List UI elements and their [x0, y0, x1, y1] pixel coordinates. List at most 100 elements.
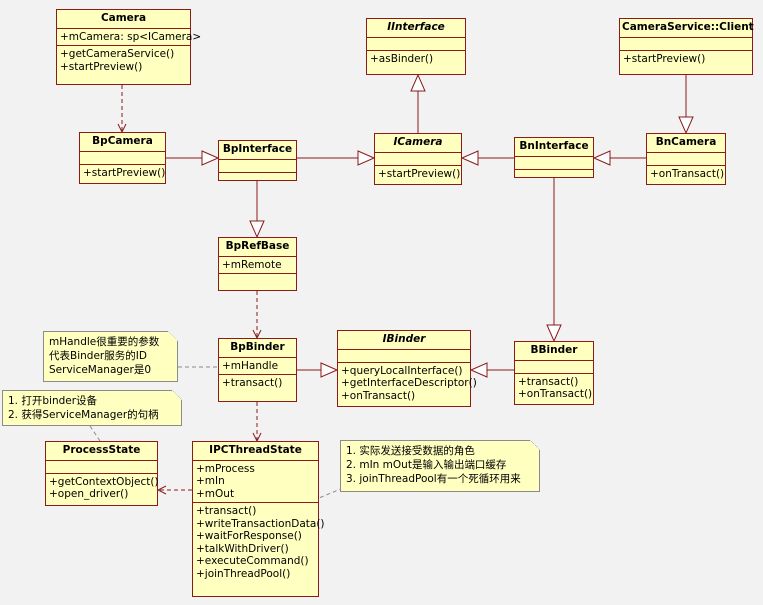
class-camera-op: +getCameraService(): [60, 48, 175, 60]
class-bp-ref-base[interactable]: BpRefBase +mRemote: [218, 237, 297, 291]
class-ibinder[interactable]: IBinder +queryLocalInterface() +getInter…: [337, 330, 477, 407]
class-ibinder-op: +queryLocalInterface(): [341, 364, 463, 377]
class-ipc-op: +waitForResponse(): [196, 530, 302, 542]
class-ipc-attr: +mOut: [196, 487, 235, 500]
class-bp-binder[interactable]: BpBinder +mHandle +transact(): [218, 338, 297, 402]
note-ipc-line: 2. mIn mOut是输入输出端口缓存: [346, 459, 507, 471]
class-processstate-ops: +getContextObject() +open_driver(): [46, 474, 159, 503]
class-bbinder-op: +transact(): [518, 375, 579, 388]
class-bprefbase-title: BpRefBase: [219, 238, 296, 257]
class-client-attrs: [620, 38, 752, 51]
class-bpcamera-op: +startPreview(): [83, 166, 166, 179]
class-bp-interface[interactable]: BpInterface: [218, 140, 297, 181]
class-client-title: CameraService::Client: [620, 19, 754, 38]
class-bpcamera-attrs: [80, 152, 165, 165]
class-ipc-title: IPCThreadState: [193, 442, 318, 461]
note-fold-icon: [172, 390, 182, 400]
class-iinterface-ops: +asBinder(): [367, 51, 465, 68]
class-icamera[interactable]: ICamera +startPreview(): [374, 133, 462, 185]
note-ipc-line: 1. 实际发送接受数据的角色: [346, 445, 475, 457]
class-bpbinder-attr: +mHandle: [222, 359, 279, 372]
ipc-note-anchor: [318, 487, 344, 499]
class-ibinder-attrs: [338, 350, 470, 363]
note-mhandle-line: 代表Binder服务的ID: [49, 350, 147, 362]
class-bninterface-title: BnInterface: [515, 138, 593, 157]
class-camera[interactable]: Camera +mCamera: sp<ICamera> +getCameraS…: [56, 9, 202, 85]
class-icamera-op: +startPreview(): [378, 167, 461, 180]
class-bpbinder-attrs: +mHandle: [219, 358, 296, 375]
class-processstate-title: ProcessState: [46, 442, 157, 461]
class-camera-op: +startPreview(): [60, 60, 143, 73]
class-processstate-op: +getContextObject(): [49, 475, 159, 488]
class-bbinder-title: BBinder: [515, 342, 593, 361]
class-ipc-thread-state[interactable]: IPCThreadState +mProcess +mIn +mOut +tra…: [192, 441, 325, 597]
class-bninterface-ops: [515, 170, 593, 182]
class-camera-title: Camera: [57, 10, 190, 29]
class-ipc-attr: +mIn: [196, 475, 225, 487]
class-icamera-attrs: [375, 153, 461, 166]
class-camera-attrs: +mCamera: sp<ICamera>: [57, 29, 202, 46]
class-bncamera-op: +onTransact(): [650, 167, 725, 180]
class-bncamera-title: BnCamera: [647, 134, 725, 153]
class-bp-camera[interactable]: BpCamera +startPreview(): [79, 132, 166, 184]
note-process-line: 1. 打开binder设备: [8, 395, 98, 407]
note-mhandle[interactable]: mHandle很重要的参数 代表Binder服务的ID ServiceManag…: [43, 331, 178, 382]
class-bprefbase-ops: [219, 274, 296, 286]
note-fold-icon: [168, 331, 178, 341]
class-client-op: +startPreview(): [623, 52, 706, 65]
note-ipc[interactable]: 1. 实际发送接受数据的角色 2. mIn mOut是输入输出端口缓存 3. j…: [340, 440, 540, 492]
note-process-line: 2. 获得ServiceManager的句柄: [8, 409, 159, 421]
note-mhandle-line: ServiceManager是0: [49, 364, 152, 376]
class-bpbinder-title: BpBinder: [219, 339, 296, 358]
class-camera-ops: +getCameraService() +startPreview(): [57, 46, 190, 75]
note-process-state[interactable]: 1. 打开binder设备 2. 获得ServiceManager的句柄: [2, 390, 182, 426]
class-bpbinder-op: +transact(): [222, 377, 283, 389]
class-ipc-attr: +mProcess: [196, 462, 255, 475]
class-bpcamera-ops: +startPreview(): [80, 165, 165, 182]
processstate-note-anchor: [89, 425, 101, 442]
class-bbinder-attrs: [515, 361, 593, 374]
note-fold-icon: [530, 440, 540, 450]
class-ipc-op: +executeCommand(): [196, 555, 309, 567]
class-iinterface-title: IInterface: [367, 19, 465, 38]
class-iinterface-attrs: [367, 38, 465, 51]
class-bninterface-attrs: [515, 157, 593, 170]
class-bprefbase-attr: +mRemote: [222, 258, 282, 271]
class-bpcamera-title: BpCamera: [80, 133, 165, 152]
class-icamera-title: ICamera: [375, 134, 461, 153]
class-ipc-ops: +transact() +writeTransactionData() +wai…: [193, 503, 325, 582]
class-process-state[interactable]: ProcessState +getContextObject() +open_d…: [45, 441, 159, 506]
class-ibinder-op: +getInterfaceDescriptor(): [341, 377, 477, 389]
class-bbinder[interactable]: BBinder +transact() +onTransact(): [514, 341, 594, 405]
class-bn-interface[interactable]: BnInterface: [514, 137, 594, 178]
class-ibinder-op: +onTransact(): [341, 389, 416, 402]
class-icamera-ops: +startPreview(): [375, 166, 461, 183]
note-mhandle-line: mHandle很重要的参数: [49, 336, 160, 348]
class-bprefbase-attrs: +mRemote: [219, 257, 296, 274]
class-client-ops: +startPreview(): [620, 51, 752, 68]
class-bbinder-op: +onTransact(): [518, 388, 593, 400]
class-processstate-op: +open_driver(): [49, 488, 129, 500]
class-bbinder-ops: +transact() +onTransact(): [515, 374, 593, 403]
class-ibinder-ops: +queryLocalInterface() +getInterfaceDesc…: [338, 363, 477, 405]
class-ipc-op: +writeTransactionData(): [196, 517, 325, 530]
class-bncamera-ops: +onTransact(): [647, 166, 725, 183]
class-ipc-op: +talkWithDriver(): [196, 542, 289, 555]
class-processstate-attrs: [46, 461, 157, 474]
class-bncamera-attrs: [647, 153, 725, 166]
class-camera-service-client[interactable]: CameraService::Client +startPreview(): [619, 18, 754, 75]
class-iinterface[interactable]: IInterface +asBinder(): [366, 18, 466, 75]
class-ipc-attrs: +mProcess +mIn +mOut: [193, 461, 318, 503]
class-bpinterface-title: BpInterface: [219, 141, 296, 160]
class-iinterface-op: +asBinder(): [370, 52, 434, 65]
class-bpinterface-attrs: [219, 160, 296, 173]
class-bpinterface-ops: [219, 173, 296, 185]
class-bn-camera[interactable]: BnCamera +onTransact(): [646, 133, 726, 185]
class-ibinder-title: IBinder: [338, 331, 470, 350]
class-bpbinder-ops: +transact(): [219, 375, 296, 392]
class-camera-attr: +mCamera: sp<ICamera>: [60, 30, 202, 43]
class-ipc-op: +joinThreadPool(): [196, 567, 291, 580]
class-ipc-op: +transact(): [196, 505, 257, 517]
note-ipc-line: 3. joinThreadPool有一个死循环用来: [346, 473, 521, 485]
